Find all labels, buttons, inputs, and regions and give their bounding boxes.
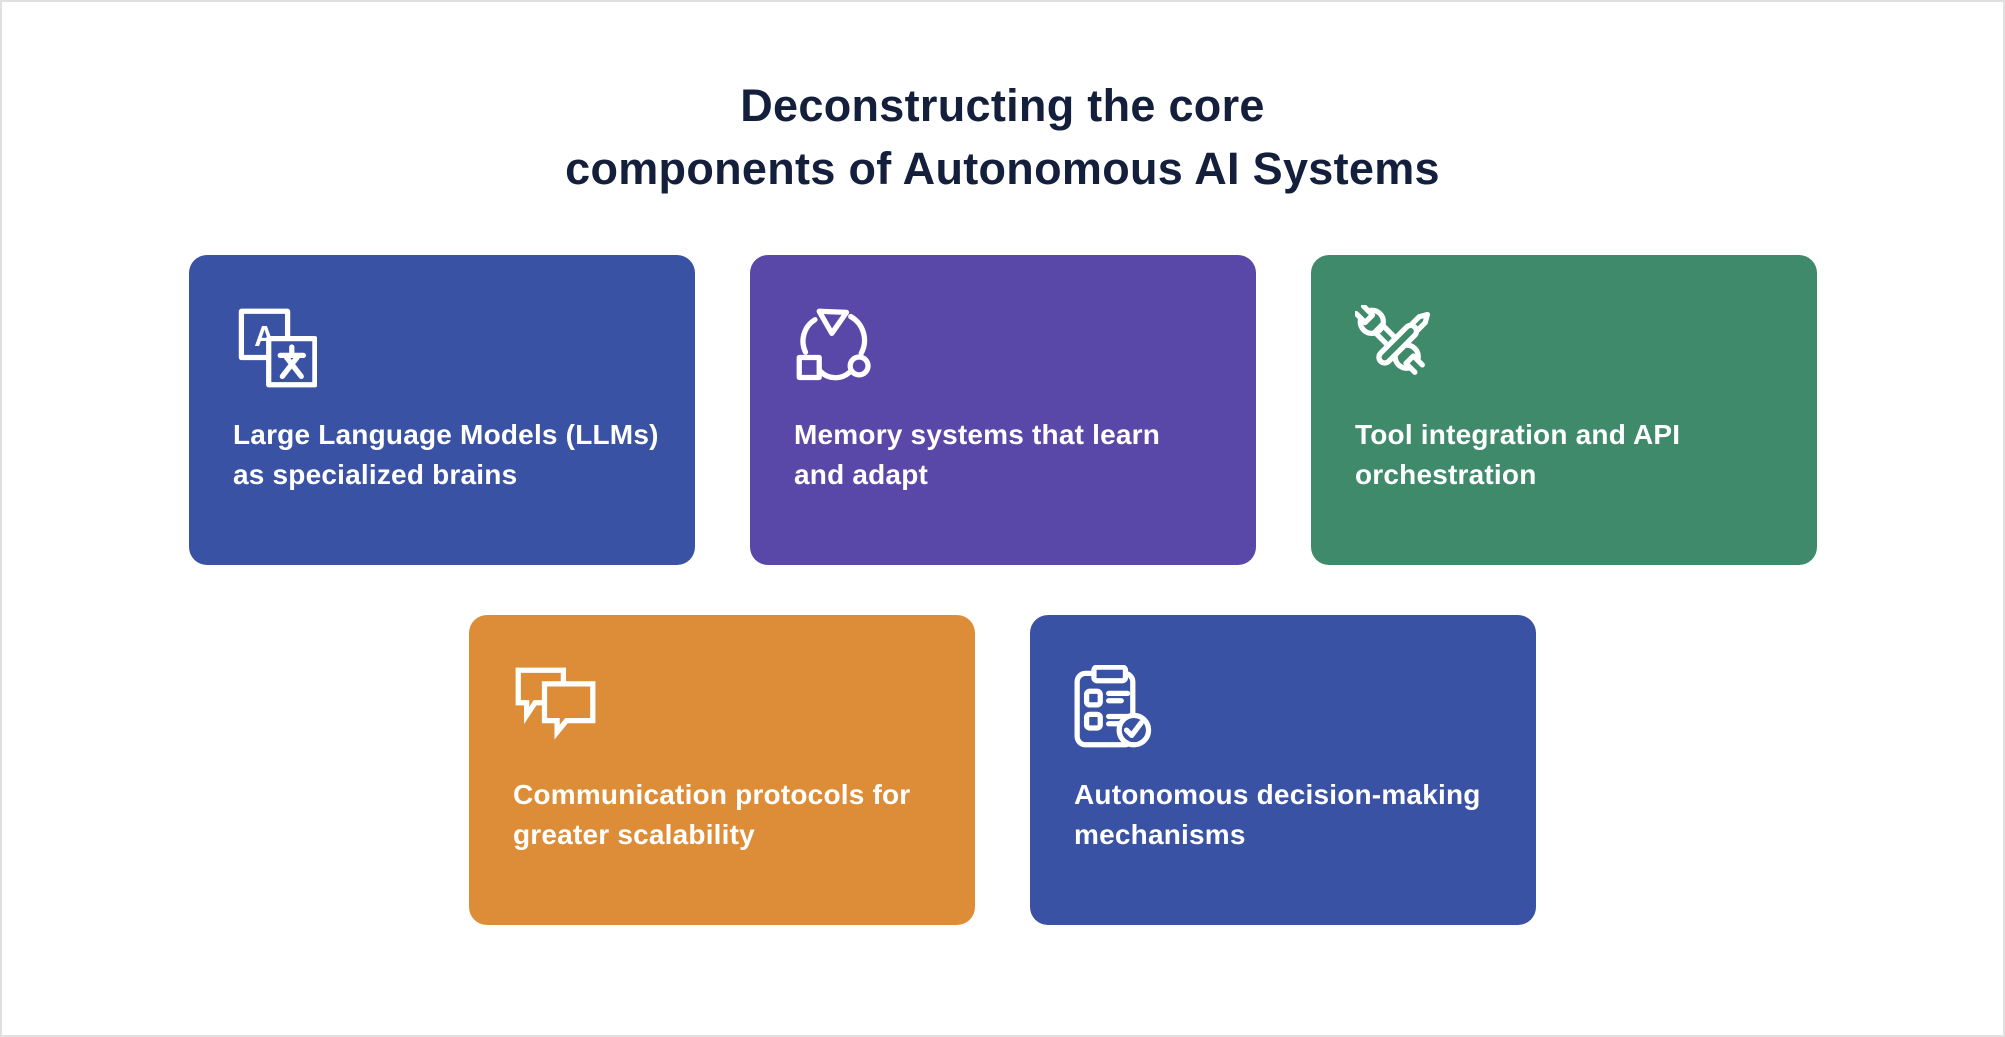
card-label-line: orchestration <box>1355 459 1537 490</box>
card-label-line: Autonomous decision-making <box>1074 779 1481 810</box>
card-label: Large Language Models (LLMs) as speciali… <box>233 415 659 495</box>
card-tool-integration: Tool integration and API orchestration <box>1311 255 1817 565</box>
chat-icon <box>513 665 597 749</box>
card-label-line: Communication protocols for <box>513 779 911 810</box>
page-title-line-1: Deconstructing the core <box>740 80 1265 131</box>
page-title-line-2: components of Autonomous AI Systems <box>565 143 1440 194</box>
card-label-line: Memory systems that learn <box>794 419 1161 450</box>
card-label-line: Large Language Models (LLMs) <box>233 419 659 450</box>
page-title: Deconstructing the core components of Au… <box>2 74 2003 200</box>
tools-icon <box>1355 305 1439 389</box>
card-label-line: and adapt <box>794 459 929 490</box>
card-label: Memory systems that learn and adapt <box>794 415 1220 495</box>
card-label: Tool integration and API orchestration <box>1355 415 1781 495</box>
cycle-icon <box>794 305 878 389</box>
card-memory-systems: Memory systems that learn and adapt <box>750 255 1256 565</box>
card-communication-protocols: Communication protocols for greater scal… <box>469 615 975 925</box>
card-label-line: Tool integration and API <box>1355 419 1681 450</box>
checklist-icon <box>1074 665 1158 749</box>
card-label-line: as specialized brains <box>233 459 518 490</box>
card-label: Communication protocols for greater scal… <box>513 775 939 855</box>
card-decision-making: Autonomous decision-making mechanisms <box>1030 615 1536 925</box>
translate-icon: A <box>233 305 317 389</box>
card-label: Autonomous decision-making mechanisms <box>1074 775 1500 855</box>
card-label-line: greater scalability <box>513 819 755 850</box>
card-label-line: mechanisms <box>1074 819 1246 850</box>
card-llm-brains: A Large Language Models (LLMs) as specia… <box>189 255 695 565</box>
